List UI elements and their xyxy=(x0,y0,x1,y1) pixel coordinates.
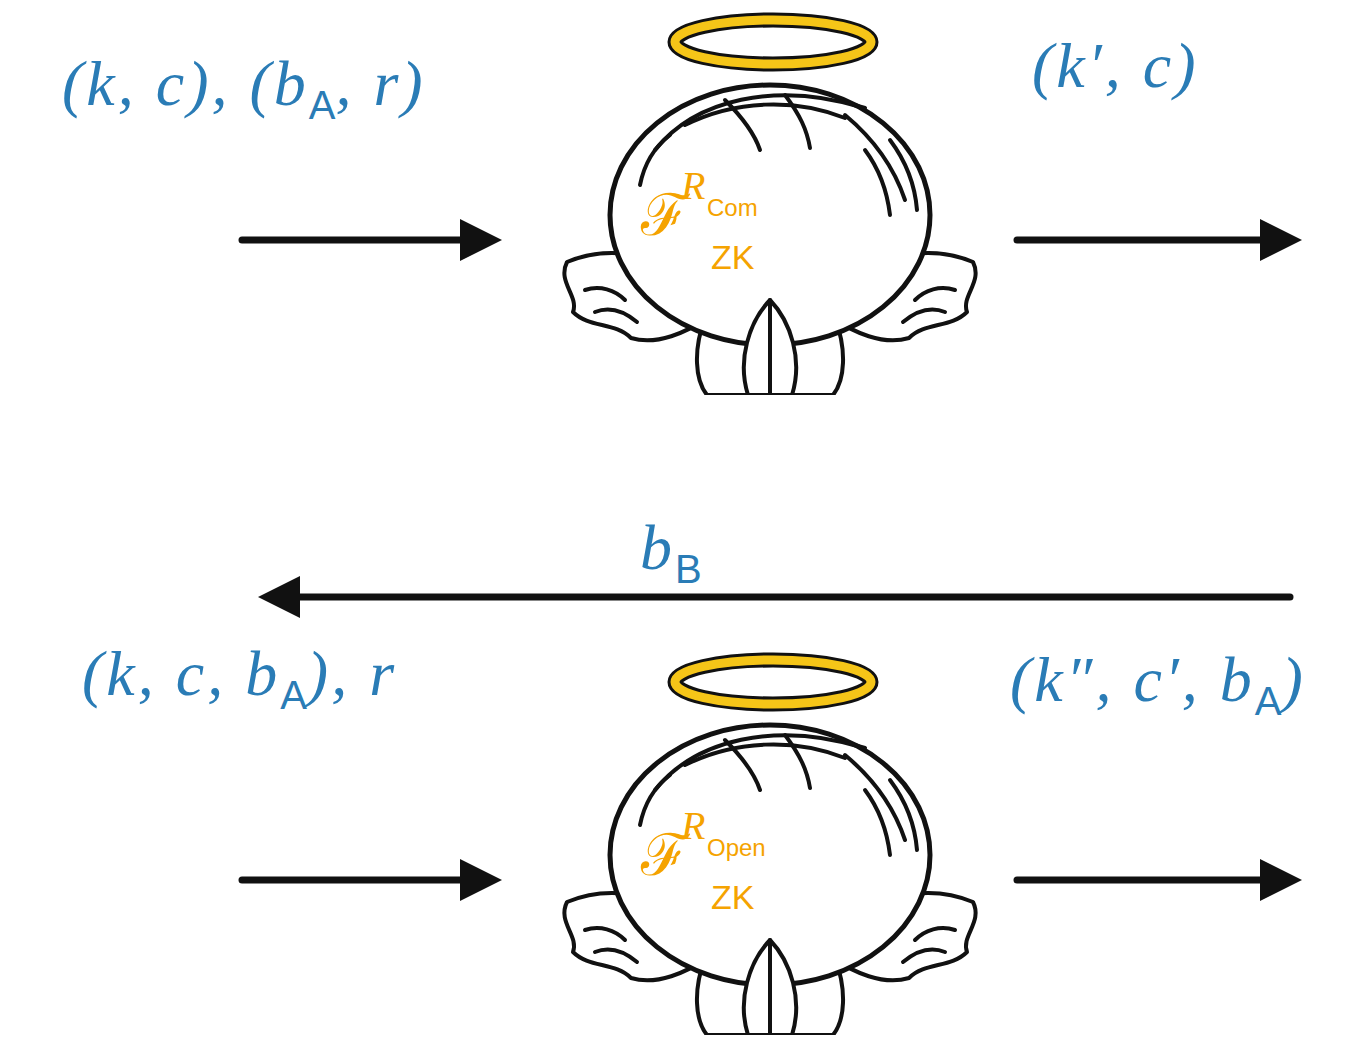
subscript-text: A xyxy=(1255,679,1282,723)
message-text: b xyxy=(640,512,675,583)
angel-figure xyxy=(545,640,995,1035)
message-text: (k″, c′, b xyxy=(1010,644,1255,715)
arrow-line xyxy=(1017,877,1288,884)
message-label: (k, c, bA), r xyxy=(82,642,397,715)
relation-name: Com xyxy=(707,196,758,220)
message-text: , r) xyxy=(335,48,425,119)
zk-subscript: ZK xyxy=(711,880,754,914)
message-label: bB xyxy=(640,516,702,589)
message-label: (k, c), (bA, r) xyxy=(62,52,426,125)
angel-figure xyxy=(545,0,995,395)
message-text: (k′, c) xyxy=(1032,30,1198,101)
arrow-line xyxy=(1017,237,1288,244)
message-text: (k, c), (b xyxy=(62,48,309,119)
message-text: (k, c, b xyxy=(82,638,280,709)
zk-subscript: ZK xyxy=(711,240,754,274)
message-label: (k′, c) xyxy=(1032,34,1198,98)
relation-symbol: R xyxy=(681,166,705,206)
message-text: ), r xyxy=(307,638,397,709)
subscript-text: B xyxy=(675,547,702,591)
message-label: (k″, c′, bA) xyxy=(1010,648,1306,721)
ideal-functionality-angel: ℱRComZK xyxy=(545,0,995,395)
message-text: ) xyxy=(1281,644,1305,715)
arrow-line xyxy=(242,237,488,244)
subscript-text: A xyxy=(280,673,307,717)
arrow-line xyxy=(272,594,1290,601)
subscript-text: A xyxy=(309,83,336,127)
ideal-functionality-angel: ℱROpenZK xyxy=(545,640,995,1035)
arrow-line xyxy=(242,877,488,884)
relation-name: Open xyxy=(707,836,766,860)
relation-symbol: R xyxy=(681,806,705,846)
